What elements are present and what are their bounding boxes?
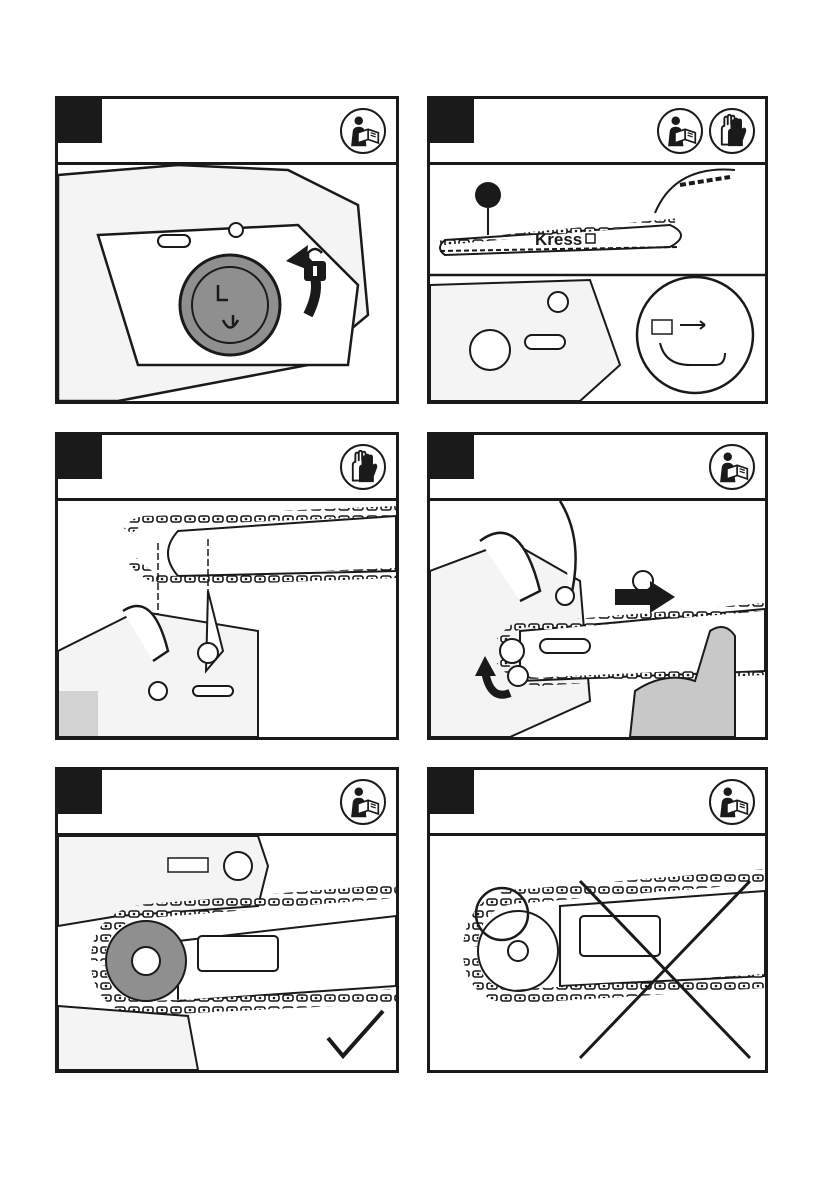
step-number-block xyxy=(430,99,474,143)
illustration-incorrect-chain-fit xyxy=(430,836,765,1070)
step-number-block xyxy=(58,99,102,143)
illustration-correct-chain-fit xyxy=(58,836,396,1070)
read-manual-icon xyxy=(709,779,755,825)
illustration-tension-chain xyxy=(430,501,765,737)
step-panel-2: Kress xyxy=(427,96,768,404)
read-manual-icon xyxy=(340,108,386,154)
gloves-icon xyxy=(709,108,755,154)
step-panel-4 xyxy=(427,432,768,740)
illustration-guide-bar-and-chain: Kress xyxy=(430,165,765,401)
read-manual-icon xyxy=(657,108,703,154)
read-manual-icon xyxy=(340,779,386,825)
illustration-open-sprocket-cover xyxy=(58,165,396,401)
step-number-block xyxy=(58,435,102,479)
panel-header xyxy=(58,435,396,501)
step-number-block xyxy=(430,435,474,479)
bar-brand-label: Kress xyxy=(535,230,582,249)
step-number-block xyxy=(58,770,102,814)
step-panel-3 xyxy=(55,432,399,740)
illustration-mount-bar-onto-saw xyxy=(58,501,396,737)
step-number-block xyxy=(430,770,474,814)
panel-header xyxy=(430,770,765,836)
step-panel-5 xyxy=(55,767,399,1073)
panel-header xyxy=(430,99,765,165)
panel-header xyxy=(58,99,396,165)
step-panel-6 xyxy=(427,767,768,1073)
step-panel-1 xyxy=(55,96,399,404)
read-manual-icon xyxy=(709,444,755,490)
panel-header xyxy=(430,435,765,501)
gloves-icon xyxy=(340,444,386,490)
panel-header xyxy=(58,770,396,836)
